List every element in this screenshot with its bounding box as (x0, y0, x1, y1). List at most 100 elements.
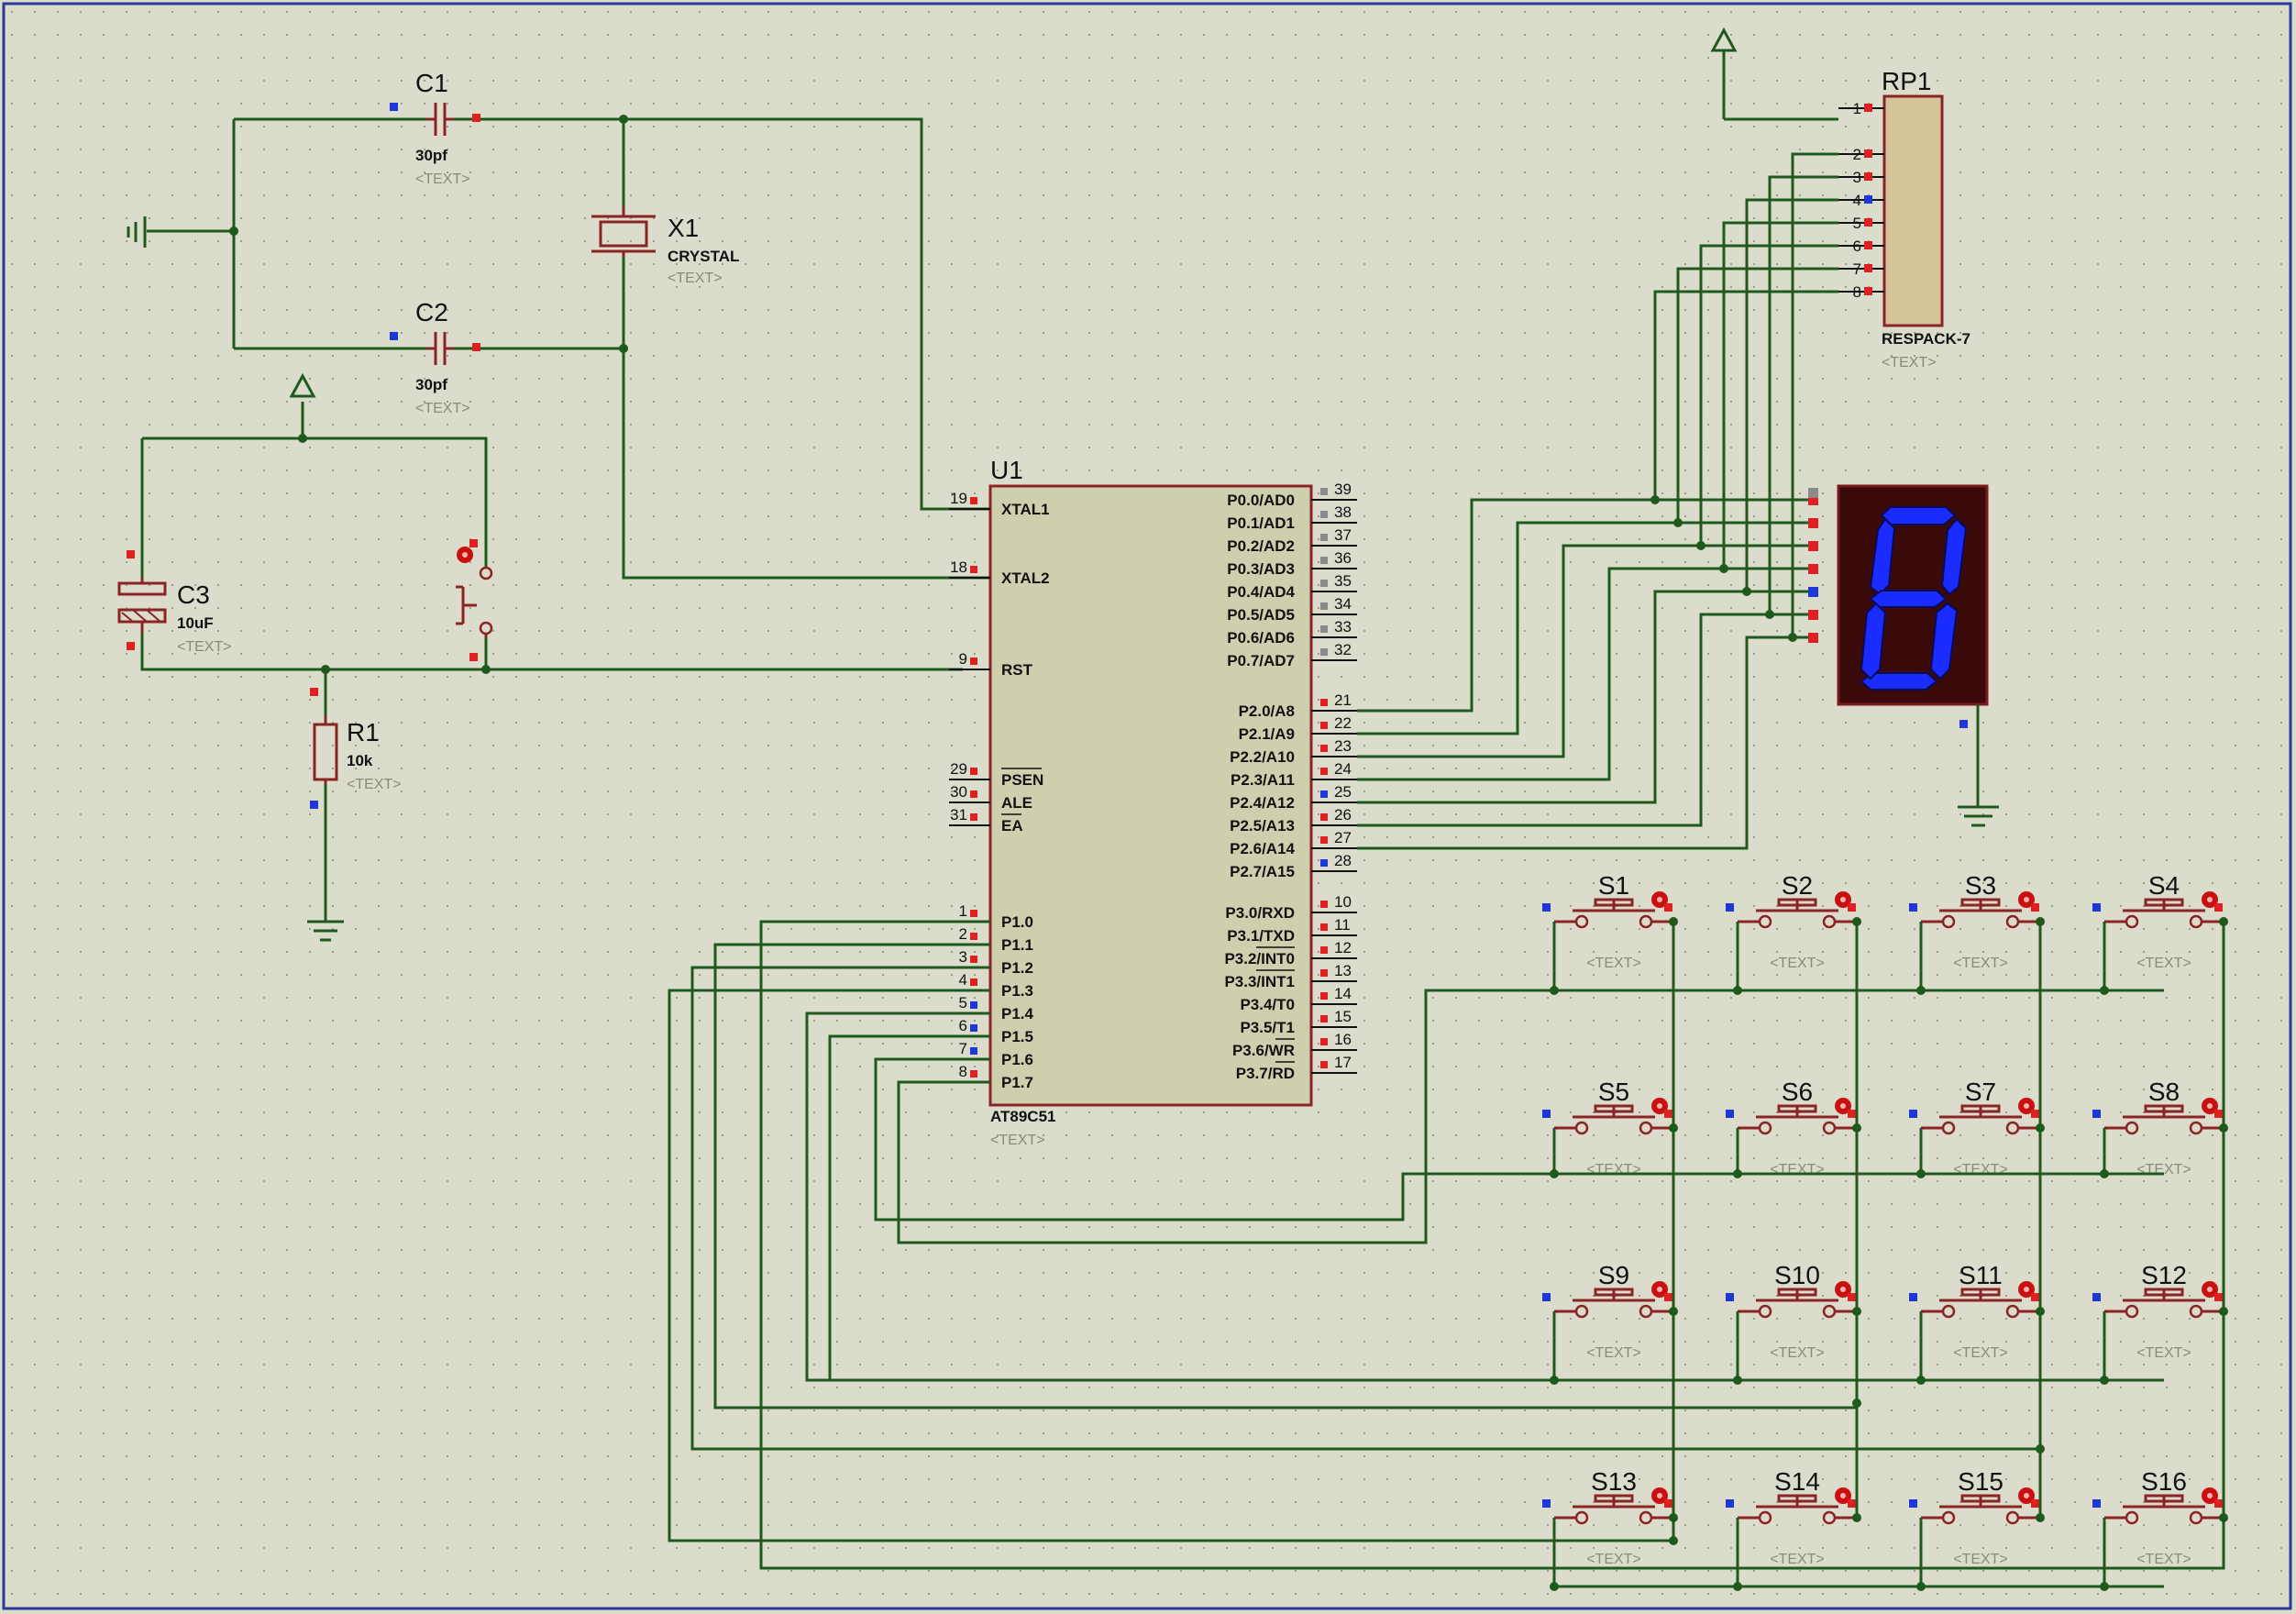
rp1-pin-6[interactable]: 6 (1838, 238, 1884, 255)
resistor-r1[interactable] (313, 715, 338, 784)
seven-segment-display[interactable] (1808, 484, 1999, 827)
switch-s9[interactable]: S9<TEXT> (1542, 1261, 1673, 1361)
switch-s16[interactable]: S16<TEXT> (2092, 1467, 2224, 1567)
rp1-pin-2[interactable]: 2 (1838, 146, 1884, 163)
rp1-pin-number: 8 (1853, 283, 1861, 301)
microcontroller-u1[interactable]: U1 AT89C51 <TEXT> 19XTAL118XTAL29RST29PS… (949, 456, 1357, 1148)
u1-pin-label: P1.2 (1001, 959, 1033, 977)
oscillator-section: C1 30pf <TEXT> C2 30pf <TEXT> X1 CRYSTAL… (127, 69, 990, 580)
u1-pin-number: 29 (950, 760, 967, 778)
segment-b (1940, 517, 1968, 596)
c2-value: 30pf (415, 376, 447, 393)
u1-pin-label: P3.7/RD (1236, 1065, 1295, 1082)
rp1-pin-4[interactable]: 4 (1838, 192, 1884, 209)
display-pin[interactable] (1808, 495, 1818, 505)
switch-text: <TEXT> (1586, 956, 1641, 971)
u1-pin-number: 35 (1334, 572, 1352, 590)
switch-text: <TEXT> (1953, 1345, 2008, 1361)
switch-s5[interactable]: S5<TEXT> (1542, 1078, 1673, 1177)
c2-text: <TEXT> (415, 401, 470, 416)
c1-value: 30pf (415, 147, 447, 164)
switch-s1[interactable]: S1<TEXT> (1542, 871, 1673, 971)
u1-pin-label: P0.5/AD5 (1227, 606, 1295, 624)
switch-s4[interactable]: S4<TEXT> (2092, 871, 2224, 971)
ground-symbol-r1 (307, 920, 344, 942)
switch-s7[interactable]: S7<TEXT> (1909, 1078, 2040, 1177)
u1-pin-label: P2.5/A13 (1230, 817, 1295, 835)
switch-s3[interactable]: S3<TEXT> (1909, 871, 2040, 971)
display-pin[interactable] (1808, 610, 1818, 620)
u1-pin-label: P2.7/A15 (1230, 863, 1295, 880)
switch-s14[interactable]: S14<TEXT> (1726, 1467, 1857, 1567)
switch-text: <TEXT> (1770, 1552, 1825, 1567)
capacitor-c1[interactable] (426, 103, 454, 136)
switch-s11[interactable]: S11<TEXT> (1909, 1261, 2040, 1361)
segment-d (1860, 672, 1938, 691)
u1-pin-label: P3.1/TXD (1227, 927, 1295, 945)
display-pin[interactable] (1808, 633, 1818, 643)
rp1-pin-1[interactable]: 1 (1838, 100, 1884, 117)
capacitor-c3[interactable] (117, 578, 167, 633)
display-pin[interactable] (1808, 518, 1818, 528)
switch-s15[interactable]: S15<TEXT> (1909, 1467, 2040, 1567)
switch-s12[interactable]: S12 <TEXT> (2092, 1261, 2224, 1361)
u1-pin-number: 4 (959, 971, 967, 989)
switch-text: <TEXT> (2136, 1345, 2191, 1361)
switch-s13[interactable]: S13<TEXT> (1542, 1467, 1673, 1567)
rp1-pin-7[interactable]: 7 (1838, 260, 1884, 278)
power-terminal-rp1 (1710, 27, 1838, 121)
switch-text: <TEXT> (1770, 1345, 1825, 1361)
switch-s2[interactable]: S2<TEXT> (1726, 871, 1857, 971)
u1-pin-number: 30 (950, 783, 967, 801)
crystal-x1[interactable] (591, 206, 656, 257)
switch-s10[interactable]: S10<TEXT> (1726, 1261, 1857, 1361)
capacitor-c2[interactable] (426, 332, 454, 365)
rp1-pin-number: 6 (1853, 238, 1861, 255)
rp1-pin-8[interactable]: 8 (1838, 283, 1884, 301)
rp1-pin-3[interactable]: 3 (1838, 169, 1884, 186)
u1-pin-number: 16 (1334, 1031, 1352, 1048)
u1-pin-label: P0.2/AD2 (1227, 537, 1295, 555)
display-pin[interactable] (1808, 564, 1818, 574)
u1-pin-label: P1.0 (1001, 913, 1033, 931)
u1-pin-label: P1.6 (1001, 1051, 1033, 1068)
u1-body (988, 484, 1313, 1107)
rp1-pin-5[interactable]: 5 (1838, 215, 1884, 232)
switch-label: S12 (2141, 1261, 2187, 1289)
u1-pin-number: 2 (959, 925, 967, 943)
display-pin[interactable] (1808, 541, 1818, 551)
display-pin[interactable] (1808, 587, 1818, 597)
